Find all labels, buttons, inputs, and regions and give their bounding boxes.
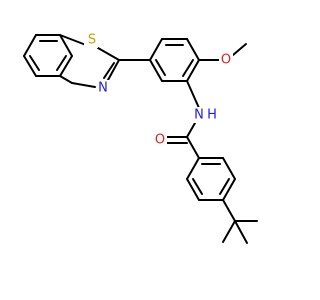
atom-o-carbonyl: O <box>155 133 165 148</box>
bond-lines <box>23 34 258 244</box>
atom-labels: S N O N H O <box>84 32 233 148</box>
atom-n-thiazole: N <box>98 81 108 96</box>
atom-h-amide: H <box>207 108 217 123</box>
atom-o-methoxy: O <box>221 53 231 68</box>
atom-n-amide: N <box>194 108 204 123</box>
atom-s-sulfur: S <box>88 33 96 48</box>
molecule-structure-diagram: S N O N H O <box>23 32 258 244</box>
